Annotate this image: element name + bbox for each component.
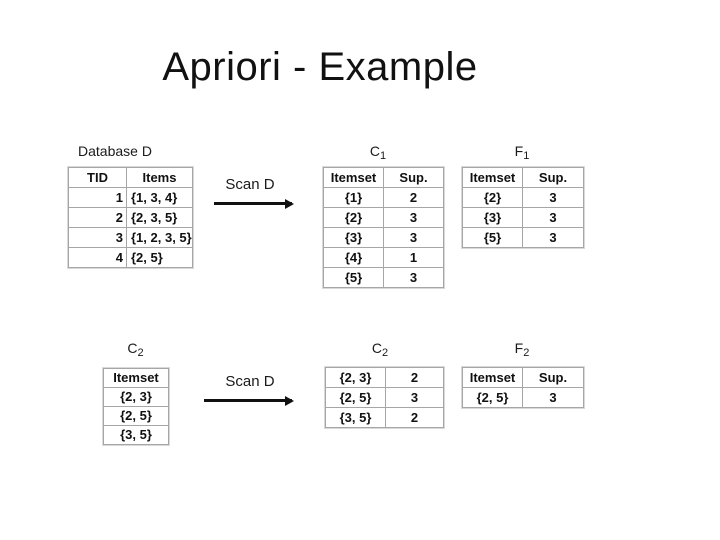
table-cell: {2, 3} — [325, 367, 386, 388]
table-row: {2, 3} — [103, 387, 169, 407]
table-row: {2}3 — [462, 187, 584, 208]
c2-candidates-label: C2 — [127, 340, 144, 359]
table-header-cell: Sup. — [522, 167, 584, 188]
table-cell: 3 — [68, 227, 127, 248]
table-row: {3, 5} — [103, 425, 169, 445]
table-cell: 3 — [522, 187, 584, 208]
table-cell: 3 — [383, 267, 444, 288]
table-cell: {3, 5} — [103, 425, 169, 445]
table-header-cell: Itemset — [323, 167, 384, 188]
table-header-cell: Sup. — [383, 167, 444, 188]
c2-counted-table: {2, 3}2{2, 5}3{3, 5}2 — [325, 367, 444, 428]
table-cell: {2} — [323, 207, 384, 228]
table-cell: {1, 2, 3, 5} — [126, 227, 193, 248]
table-cell: {5} — [462, 227, 523, 248]
scan-d-arrow-2 — [204, 395, 294, 406]
table-row: {3}3 — [462, 207, 584, 228]
table-cell: 2 — [385, 367, 444, 388]
table-cell: 2 — [385, 407, 444, 428]
table-header-cell: Items — [126, 167, 193, 188]
table-row: {5}3 — [462, 227, 584, 248]
table-row: {1}2 — [323, 187, 444, 208]
scan-d-label-2: Scan D — [225, 373, 275, 390]
table-row: {2, 5}3 — [462, 387, 584, 408]
c2-candidates-table: Itemset{2, 3}{2, 5}{3, 5} — [103, 368, 169, 445]
arrow-head-icon — [285, 395, 294, 406]
table-cell: {3} — [462, 207, 523, 228]
table-cell: 4 — [68, 247, 127, 268]
scan-d-arrow-1 — [214, 198, 294, 209]
table-header-cell: Itemset — [103, 368, 169, 388]
table-row: 2{2, 3, 5} — [68, 207, 193, 228]
table-cell: {3} — [323, 227, 384, 248]
table-cell: {2, 5} — [126, 247, 193, 268]
table-row: {2, 5} — [103, 406, 169, 426]
table-row: 1{1, 3, 4} — [68, 187, 193, 208]
table-row: {2, 3}2 — [325, 367, 444, 388]
table-header-cell: Itemset — [462, 367, 523, 388]
table-cell: {1} — [323, 187, 384, 208]
table-cell: {2, 5} — [325, 387, 386, 408]
table-row: 3{1, 2, 3, 5} — [68, 227, 193, 248]
c2-counted-label: C2 — [371, 340, 389, 359]
table-row: {2, 5}3 — [325, 387, 444, 408]
table-cell: 3 — [383, 227, 444, 248]
table-row: {5}3 — [323, 267, 444, 288]
table-row: {3}3 — [323, 227, 444, 248]
table-cell: 2 — [68, 207, 127, 228]
table-cell: {5} — [323, 267, 384, 288]
table-cell: 2 — [383, 187, 444, 208]
arrow-head-icon — [285, 198, 294, 209]
c1-label: C1 — [369, 143, 387, 162]
table-row: {3, 5}2 — [325, 407, 444, 428]
table-cell: 3 — [385, 387, 444, 408]
table-cell: 3 — [383, 207, 444, 228]
table-cell: {2, 5} — [103, 406, 169, 426]
table-cell: 3 — [522, 207, 584, 228]
table-cell: {4} — [323, 247, 384, 268]
table-cell: {1, 3, 4} — [126, 187, 193, 208]
table-cell: {2, 3} — [103, 387, 169, 407]
table-cell: 1 — [68, 187, 127, 208]
table-header-row: Itemset — [103, 368, 169, 388]
table-row: 4{2, 5} — [68, 247, 193, 268]
table-cell: {3, 5} — [325, 407, 386, 428]
table-cell: {2} — [462, 187, 523, 208]
table-cell: {2, 5} — [462, 387, 523, 408]
table-row: {2}3 — [323, 207, 444, 228]
f2-label: F2 — [514, 340, 530, 359]
f1-label: F1 — [514, 143, 530, 162]
database-d-label: Database D — [78, 143, 152, 159]
table-cell: 3 — [522, 387, 584, 408]
table-header-cell: Itemset — [462, 167, 523, 188]
table-header-cell: Sup. — [522, 367, 584, 388]
scan-d-label-1: Scan D — [225, 176, 275, 193]
table-cell: 1 — [383, 247, 444, 268]
slide-title: Apriori - Example — [162, 45, 478, 89]
table-cell: {2, 3, 5} — [126, 207, 193, 228]
table-header-cell: TID — [68, 167, 127, 188]
table-row: {4}1 — [323, 247, 444, 268]
table-cell: 3 — [522, 227, 584, 248]
